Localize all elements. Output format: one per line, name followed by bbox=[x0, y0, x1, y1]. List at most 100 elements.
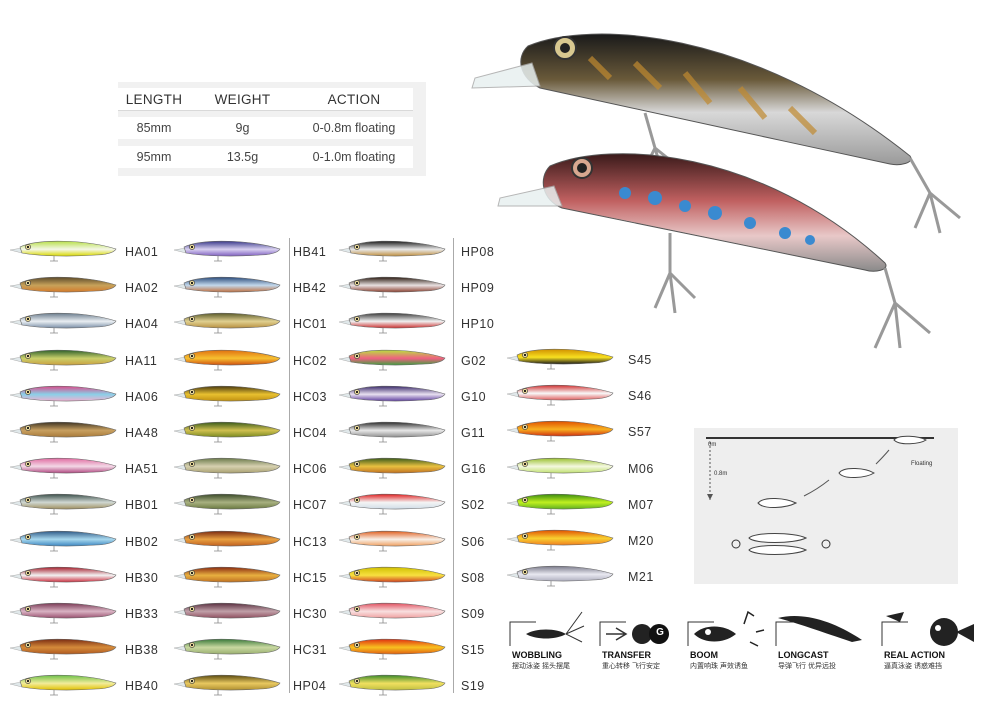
lure-swatch bbox=[8, 634, 118, 662]
lure-icon bbox=[173, 494, 281, 515]
color-code-label: HB01 bbox=[125, 498, 159, 513]
lure-swatch bbox=[8, 381, 118, 409]
lure-swatch bbox=[172, 598, 282, 626]
lure-swatch bbox=[337, 453, 447, 481]
color-code-label: HB33 bbox=[125, 607, 159, 621]
color-code-label: S08 bbox=[461, 570, 485, 585]
feature-sub: 摆动泳姿 摇头摆尾 bbox=[512, 663, 570, 670]
color-code-label: HC13 bbox=[293, 534, 327, 549]
lure-swatch bbox=[172, 453, 282, 481]
color-code-label: HP04 bbox=[293, 679, 327, 694]
feature-sub: 导弹飞行 优异远投 bbox=[778, 663, 836, 670]
lure-icon bbox=[506, 457, 614, 478]
lure-icon bbox=[506, 421, 614, 442]
spec-table: LENGTH WEIGHT ACTION 85mm 9g 0-0.8m floa… bbox=[118, 82, 426, 176]
lure-icon bbox=[173, 385, 281, 407]
color-code-label: HP10 bbox=[461, 317, 495, 332]
lure-swatch bbox=[8, 236, 118, 264]
lure-swatch bbox=[8, 670, 118, 698]
color-code-label: HB02 bbox=[125, 534, 159, 549]
lure-swatch bbox=[8, 345, 118, 373]
lure-icon bbox=[9, 277, 117, 298]
lure-icon bbox=[173, 421, 281, 443]
lure-swatch bbox=[337, 417, 447, 445]
lure-icon bbox=[338, 530, 446, 551]
lure-icon bbox=[338, 675, 446, 696]
lure-icon bbox=[173, 639, 281, 660]
color-code-label: HC01 bbox=[293, 317, 327, 332]
lure-icon bbox=[9, 240, 117, 262]
lure-swatch bbox=[505, 489, 615, 517]
feature-label: LONGCAST bbox=[778, 650, 829, 660]
lure-icon bbox=[338, 313, 446, 334]
hero-lures-illustration bbox=[471, 33, 961, 349]
spec-length: 85mm bbox=[136, 121, 172, 135]
lure-swatch bbox=[337, 345, 447, 373]
lure-icon bbox=[173, 530, 281, 551]
lure-icon bbox=[173, 349, 281, 370]
lure-swatch bbox=[172, 562, 282, 590]
lure-icon bbox=[506, 493, 614, 515]
color-code-label: S57 bbox=[628, 425, 652, 440]
spec-length: 95mm bbox=[136, 150, 172, 164]
lure-swatch bbox=[505, 525, 615, 553]
lure-swatch bbox=[172, 526, 282, 554]
lure-swatch bbox=[172, 236, 282, 264]
lure-swatch bbox=[8, 453, 118, 481]
lure-icon bbox=[338, 494, 446, 515]
color-code-label: HA51 bbox=[125, 462, 159, 477]
lure-icon bbox=[9, 530, 117, 551]
lure-icon bbox=[9, 566, 117, 588]
lure-swatch bbox=[172, 308, 282, 336]
lure-swatch bbox=[8, 598, 118, 626]
hero-lure-image bbox=[470, 18, 990, 368]
lure-swatch bbox=[8, 562, 118, 590]
lure-icon bbox=[338, 349, 446, 370]
lure-swatch bbox=[8, 417, 118, 445]
color-code-label: HB41 bbox=[293, 245, 327, 259]
lure-swatch bbox=[172, 345, 282, 373]
lure-icon bbox=[173, 277, 281, 298]
lure-swatch bbox=[337, 381, 447, 409]
lure-icon bbox=[173, 675, 281, 696]
lure-swatch bbox=[505, 380, 615, 408]
lure-icon bbox=[9, 675, 117, 696]
feature-sub: 内置响珠 声效诱鱼 bbox=[690, 663, 748, 670]
lure-swatch bbox=[505, 561, 615, 589]
longcast-icon bbox=[775, 616, 862, 646]
action-diagram: 0m 0.8m Floating bbox=[694, 428, 958, 584]
lure-swatch bbox=[172, 272, 282, 300]
lure-swatch bbox=[505, 416, 615, 444]
spec-action: 0-1.0m floating bbox=[312, 150, 396, 164]
spec-header-length: LENGTH bbox=[125, 91, 183, 107]
color-code-label: HA11 bbox=[125, 353, 158, 368]
color-code-label: HP08 bbox=[461, 245, 495, 259]
column-divider bbox=[453, 238, 454, 693]
column-divider bbox=[289, 238, 290, 693]
lure-swatch bbox=[8, 526, 118, 554]
lure-swatch bbox=[172, 417, 282, 445]
color-code-label: HA04 bbox=[125, 317, 159, 332]
spec-header-weight: WEIGHT bbox=[214, 91, 271, 107]
spec-header-action: ACTION bbox=[327, 91, 381, 107]
color-code-label: HA02 bbox=[125, 281, 159, 296]
lure-swatch bbox=[337, 634, 447, 662]
feature-transfer: G TRANSFER 重心转移 飞行安定 bbox=[596, 606, 680, 670]
lure-icon bbox=[338, 566, 446, 588]
color-code-label: S09 bbox=[461, 607, 485, 621]
lure-swatch bbox=[505, 453, 615, 481]
lure-swatch bbox=[8, 272, 118, 300]
lure-swatch bbox=[172, 489, 282, 517]
color-code-label: HC03 bbox=[293, 389, 327, 404]
lure-swatch bbox=[172, 670, 282, 698]
feature-wobbling: WOBBLING 摆动泳姿 摇头摆尾 bbox=[506, 606, 590, 670]
color-code-label: HB38 bbox=[125, 643, 159, 658]
lure-icon bbox=[9, 639, 117, 660]
color-code-label: S02 bbox=[461, 498, 485, 513]
depth-bottom-label: 0.8m bbox=[714, 471, 727, 477]
real-action-icon bbox=[881, 612, 974, 646]
color-code-label: HC15 bbox=[293, 570, 327, 585]
feature-sub: 重心转移 飞行安定 bbox=[602, 663, 660, 670]
lure-icon bbox=[506, 348, 614, 370]
color-code-label: M06 bbox=[628, 461, 654, 476]
